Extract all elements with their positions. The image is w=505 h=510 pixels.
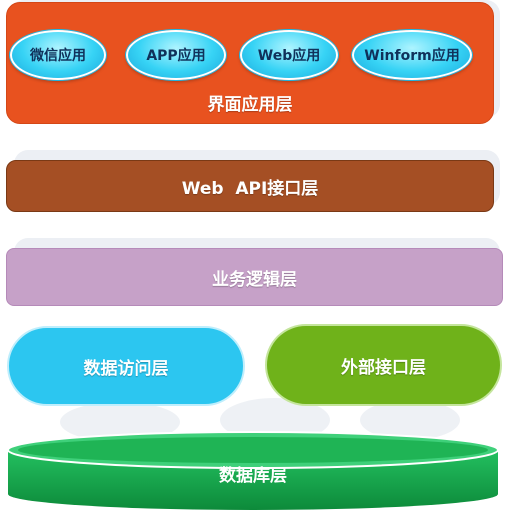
- database-layer-label: 数据库层: [219, 465, 287, 486]
- external-interface-layer-label: 外部接口层: [341, 357, 426, 378]
- web-api-layer-label: Web API接口层: [181, 178, 319, 199]
- data-access-layer: 数据访问层: [7, 326, 245, 406]
- app-wechat: 微信应用: [10, 30, 106, 80]
- app-winform-label: Winform应用: [364, 48, 460, 64]
- external-interface-layer: 外部接口层: [265, 324, 502, 406]
- app-winform: Winform应用: [352, 30, 472, 80]
- app-web: Web应用: [240, 30, 338, 80]
- business-logic-layer-label: 业务逻辑层: [212, 269, 297, 290]
- database-layer: 数据库层: [7, 431, 499, 510]
- ui-application-layer-label: 界面应用层: [207, 95, 293, 115]
- web-api-layer: Web API接口层: [6, 160, 494, 212]
- data-access-layer-label: 数据访问层: [83, 358, 169, 379]
- app-mobile: APP应用: [126, 30, 226, 80]
- app-mobile-label: APP应用: [146, 48, 206, 64]
- business-logic-layer: 业务逻辑层: [6, 248, 503, 306]
- app-web-label: Web应用: [257, 48, 321, 64]
- app-wechat-label: 微信应用: [30, 48, 86, 64]
- background-swirl: [360, 400, 460, 440]
